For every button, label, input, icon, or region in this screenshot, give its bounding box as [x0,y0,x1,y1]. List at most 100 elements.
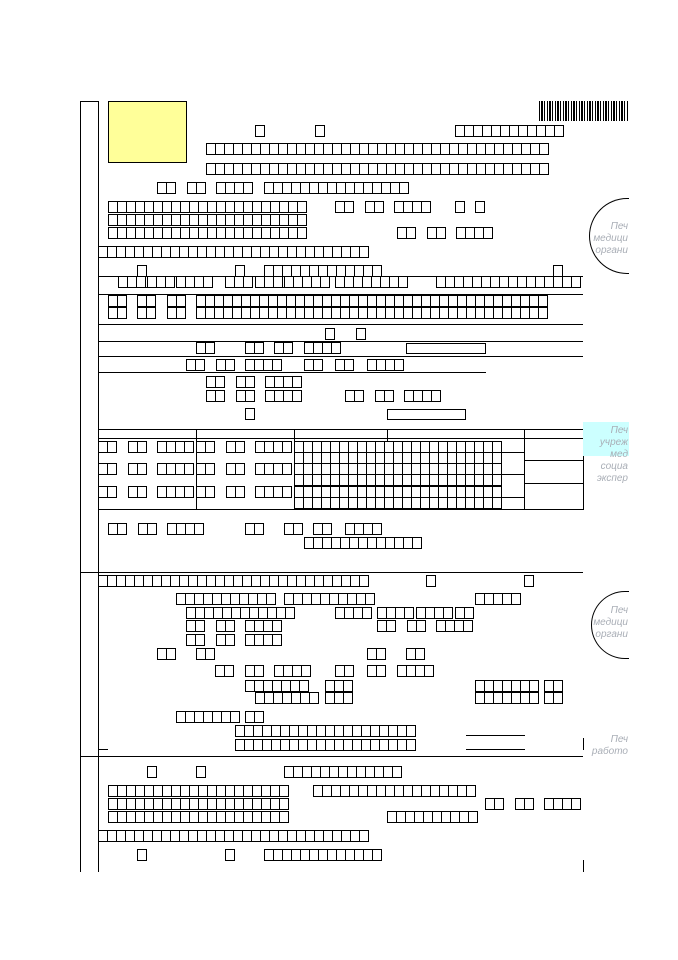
snils-d[interactable] [455,607,474,619]
input-cell[interactable] [205,486,215,498]
input-cell[interactable] [483,227,493,239]
checkbox-tear-part[interactable] [225,849,235,861]
release-from-0-day[interactable] [98,441,117,453]
birth-date-month[interactable] [365,201,384,213]
birth-date-year[interactable] [394,201,431,213]
input-cell[interactable] [254,342,264,354]
care-age-2b[interactable] [137,307,156,319]
release-to-1-day[interactable] [196,463,215,475]
input-cell[interactable] [203,276,213,288]
allowance-from-day[interactable] [215,665,234,677]
work-a[interactable] [245,523,264,535]
care-age-1a[interactable] [108,295,127,307]
input-cell[interactable] [205,441,215,453]
release-to-1-month[interactable] [226,463,245,475]
allowance-a[interactable] [335,665,354,677]
input-cell[interactable] [245,376,255,388]
issue-date-month[interactable] [187,182,206,194]
period-from-year[interactable] [245,359,282,371]
input-cell[interactable] [282,463,292,475]
input-cell[interactable] [107,463,117,475]
subordination-code[interactable] [284,593,375,605]
release-from-2-day[interactable] [98,486,117,498]
snils-c[interactable] [416,607,453,619]
input-cell[interactable] [215,376,225,388]
act-date-day[interactable] [186,634,205,646]
conditions-date-year[interactable] [245,620,282,632]
regime-date-year[interactable] [265,376,302,388]
input-cell[interactable] [399,182,409,194]
input-cell[interactable] [331,342,341,354]
doctor-position-1-1[interactable] [294,474,502,486]
input-cell[interactable] [205,463,215,475]
input-cell[interactable] [235,463,245,475]
tear-surname-1[interactable] [108,785,289,797]
doctor-position-1-0[interactable] [294,463,502,475]
input-cell[interactable] [137,463,147,475]
allowance-b[interactable] [367,665,386,677]
release-from-1-year[interactable] [157,463,194,475]
act-date-year[interactable] [245,634,282,646]
release-from-2-year[interactable] [157,486,194,498]
period-b[interactable] [335,359,354,371]
input-cell[interactable] [195,634,205,646]
checkbox-registered[interactable] [356,328,366,340]
input-cell[interactable] [282,441,292,453]
input-cell[interactable] [279,798,289,810]
input-cell[interactable] [292,376,302,388]
doctor-position-2-0[interactable] [294,486,502,498]
input-cell[interactable] [225,634,235,646]
care-name-1[interactable] [196,295,548,307]
sanatorium-b[interactable] [274,342,293,354]
regime-date-day[interactable] [206,376,225,388]
input-cell[interactable] [421,201,431,213]
input-cell[interactable] [343,680,353,692]
tear-surname-3[interactable] [108,811,289,823]
tear-date-day[interactable] [485,798,504,810]
snils-a[interactable] [335,607,372,619]
release-to-2-day[interactable] [196,486,215,498]
input-cell[interactable] [554,125,564,137]
benefit-total-kop[interactable] [544,692,563,704]
period-a[interactable] [304,359,323,371]
input-cell[interactable] [511,593,521,605]
doctor-position-2-1[interactable] [294,497,502,509]
input-cell[interactable] [184,463,194,475]
tear-number[interactable] [387,811,478,823]
input-cell[interactable] [398,276,408,288]
benefit-fss[interactable] [255,692,319,704]
input-cell[interactable] [254,711,264,723]
mse-date-2-month[interactable] [375,390,394,402]
benefit-fss-kop[interactable] [325,692,353,704]
input-cell[interactable] [196,182,206,194]
input-cell[interactable] [184,441,194,453]
input-cell[interactable] [297,201,307,213]
input-cell[interactable] [165,276,175,288]
input-cell[interactable] [146,295,156,307]
input-cell[interactable] [297,227,307,239]
input-cell[interactable] [285,607,295,619]
input-cell[interactable] [301,665,311,677]
release-from-2-month[interactable] [128,486,147,498]
checkbox-primary[interactable] [255,125,265,137]
input-cell[interactable] [147,523,157,535]
input-cell[interactable] [292,390,302,402]
issue-date-year[interactable] [216,182,253,194]
input-cell[interactable] [272,634,282,646]
benefit-total[interactable] [475,692,539,704]
input-cell[interactable] [529,680,539,692]
input-cell[interactable] [392,766,402,778]
input-cell[interactable] [344,359,354,371]
tear-date-year[interactable] [544,798,581,810]
input-cell[interactable] [117,295,127,307]
input-cell[interactable] [195,359,205,371]
regime-date-month[interactable] [236,376,255,388]
input-cell[interactable] [494,798,504,810]
org-name-line-1[interactable] [206,143,549,155]
input-cell[interactable] [266,593,276,605]
mse-date-day[interactable] [206,390,225,402]
input-cell[interactable] [313,359,323,371]
input-cell[interactable] [205,342,215,354]
input-cell[interactable] [283,342,293,354]
allowance-c[interactable] [397,665,434,677]
